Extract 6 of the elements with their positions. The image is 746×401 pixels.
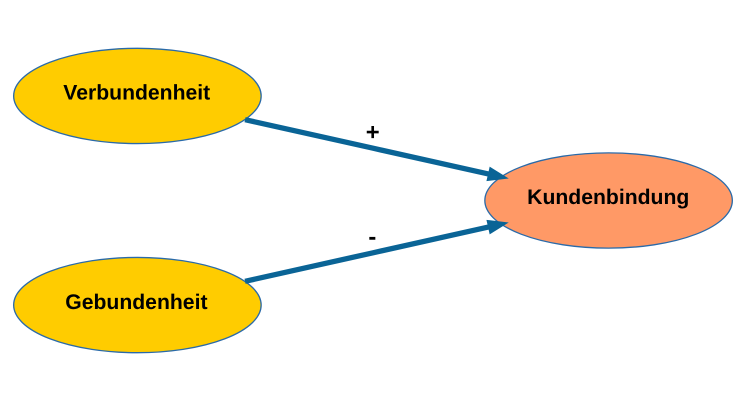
edge-label: + [366,119,380,146]
edge-label: - [368,224,376,251]
node-ellipse: Gebundenheit [13,256,262,354]
arrow [244,220,509,284]
arrow [244,117,509,182]
node-ellipse: Verbundenheit [13,48,262,144]
